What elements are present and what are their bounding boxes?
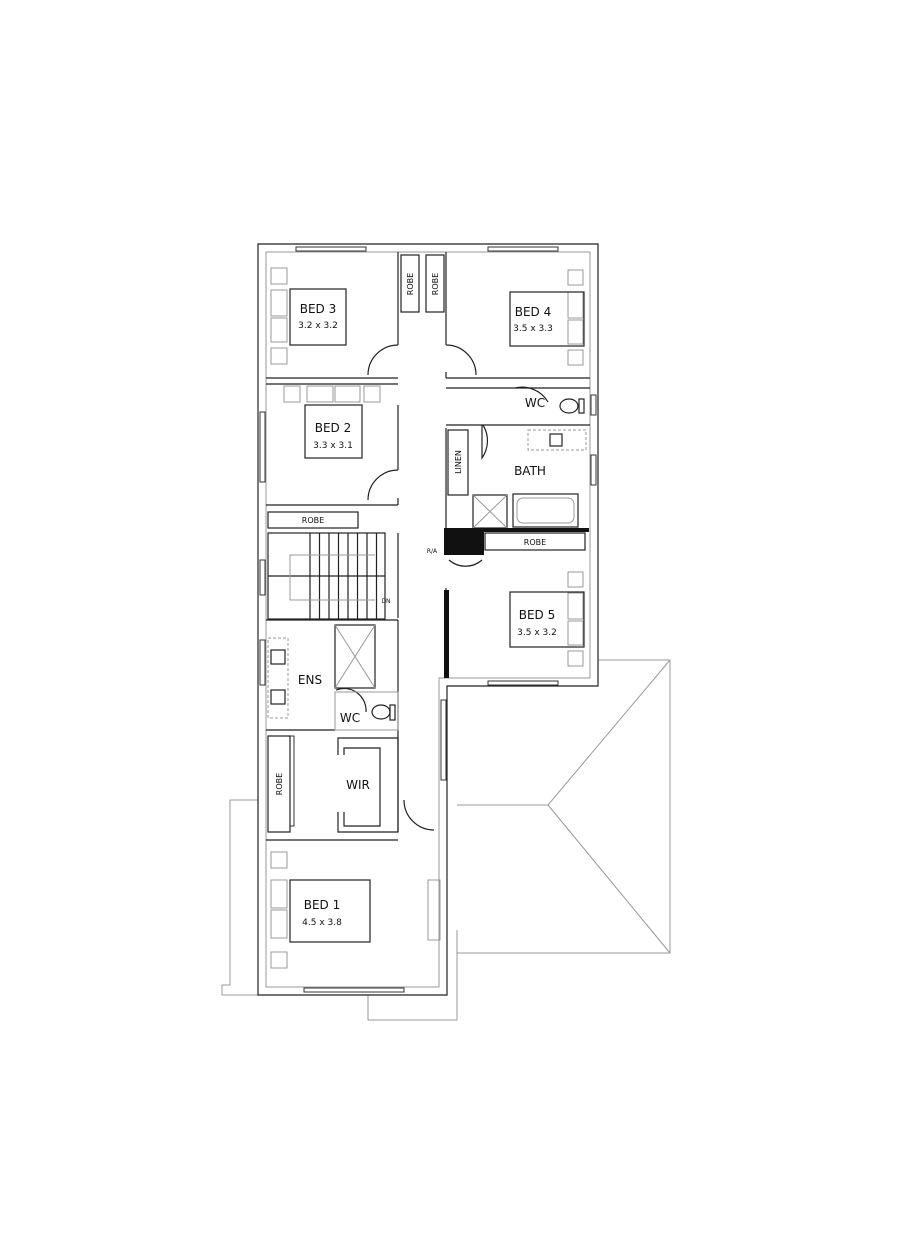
bed-5-bed [509, 591, 585, 648]
room-bed-5: BED 5 3.5 x 3.2 [509, 571, 585, 667]
bed-3-size: 3.2 x 3.2 [298, 321, 338, 331]
bath-label: BATH [514, 464, 546, 478]
bed-3-label: BED 3 [300, 302, 337, 316]
bed-4-size: 3.5 x 3.3 [513, 324, 553, 334]
bed-2-size: 3.3 x 3.1 [313, 441, 353, 451]
room-bed-1: BED 1 4.5 x 3.8 [270, 851, 441, 969]
roof-outline [221, 659, 671, 1021]
room-bed-3: BED 3 3.2 x 3.2 [270, 267, 347, 365]
bed-4-bed [509, 291, 585, 347]
staircase: DN [267, 532, 391, 620]
ra-label: R/A [427, 548, 438, 555]
wc-label: WC [525, 396, 545, 410]
doors [335, 344, 549, 831]
bed-4-label: BED 4 [515, 305, 552, 319]
room-wir: WIR ROBE [267, 735, 399, 833]
robe-label: ROBE [302, 516, 324, 525]
bed-1-label: BED 1 [304, 898, 341, 912]
bed-1-size: 4.5 x 3.8 [302, 918, 342, 928]
windows [259, 246, 597, 993]
ens-label: ENS [298, 673, 322, 687]
room-bed-2: BED 2 3.3 x 3.1 ROBE [267, 385, 381, 529]
robe-label: ROBE [431, 273, 440, 295]
dn-label: DN [381, 598, 390, 605]
robe-label: ROBE [275, 773, 284, 795]
robe-label: ROBE [406, 273, 415, 295]
bed-3-bed [289, 288, 347, 346]
bed-1-bed [289, 879, 371, 943]
room-ensuite: ENS WC [267, 624, 399, 731]
bed-5-label: BED 5 [519, 608, 556, 622]
ens-wc-label: WC [340, 711, 360, 725]
robes-top: ROBE ROBE [400, 254, 445, 313]
bed-2-bed [304, 404, 363, 459]
room-bed-4: BED 4 3.5 x 3.3 [509, 269, 585, 366]
room-bath: LINEN BATH [447, 429, 587, 529]
bed-2-label: BED 2 [315, 421, 352, 435]
linen-label: LINEN [454, 450, 463, 474]
robe-label: ROBE [524, 538, 546, 547]
robe-bed-5: ROBE R/A [427, 528, 589, 555]
wir-label: WIR [346, 778, 370, 792]
bed-5-size: 3.5 x 3.2 [517, 628, 557, 638]
exterior-walls [257, 243, 599, 996]
room-wc: WC [525, 396, 585, 414]
